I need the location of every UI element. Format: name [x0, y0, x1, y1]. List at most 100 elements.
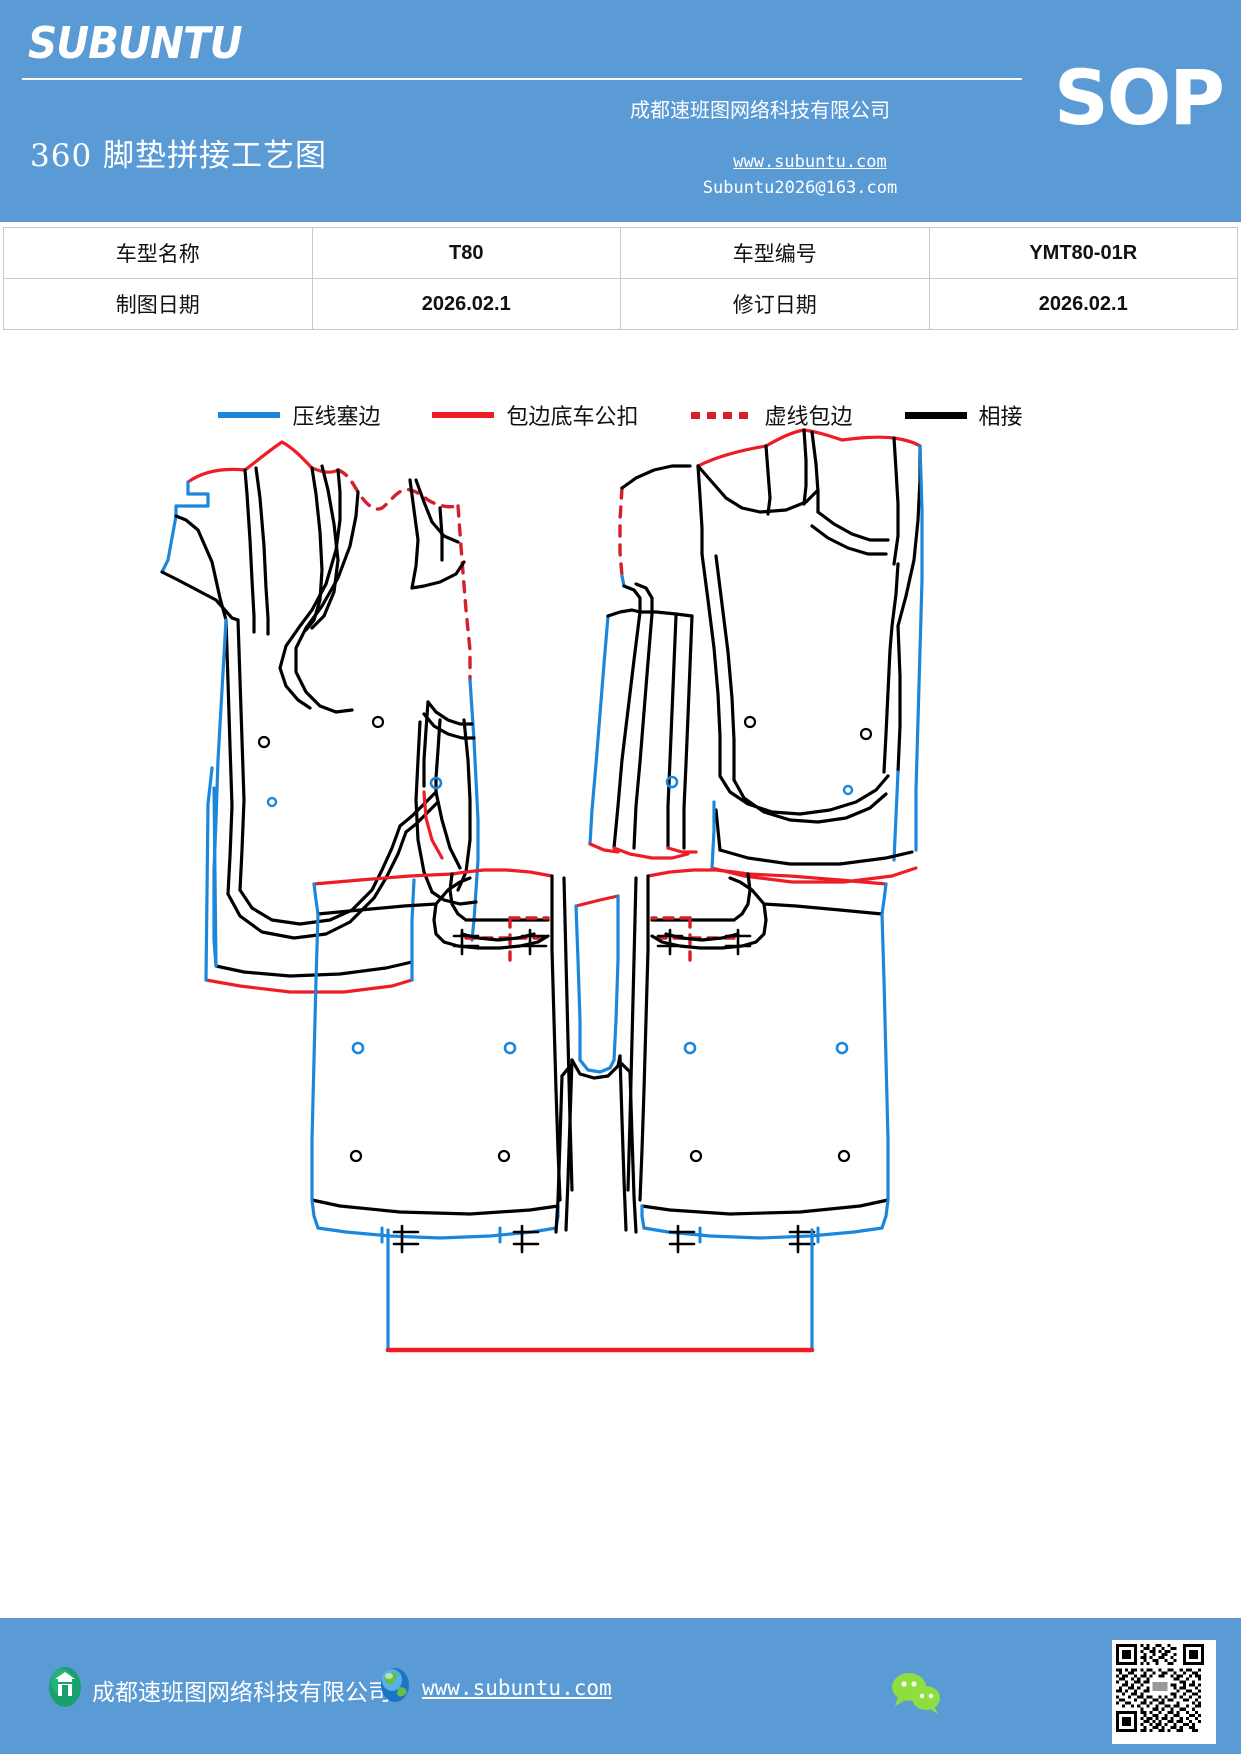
seam-line [174, 514, 228, 622]
grommet-hole [689, 1149, 703, 1163]
seam-line [226, 892, 366, 940]
press-edge-blue [212, 786, 218, 968]
seam-line [224, 618, 234, 896]
grommet-hole [842, 784, 854, 796]
legend-label: 压线塞边 [292, 405, 381, 430]
press-edge-blue [880, 912, 890, 1202]
seam-line [810, 524, 888, 556]
seam-line [434, 718, 442, 794]
seam-line [316, 902, 438, 916]
press-edge-blue [880, 882, 888, 916]
seam-line [810, 430, 820, 514]
legend-item-press-edge: 压线塞边 [218, 399, 380, 431]
seam-line [758, 488, 820, 514]
legend-label: 虚线包边 [764, 405, 853, 430]
seam-line [294, 490, 360, 714]
seam-line [622, 584, 642, 614]
legend: 压线塞边 包边底车公扣 虚线包边 相接 [0, 395, 1241, 435]
seam-line [214, 960, 414, 978]
front-right-mat-panel [588, 428, 924, 884]
seam-line [434, 790, 462, 870]
seam-line [626, 876, 638, 1192]
seam-line [414, 478, 460, 544]
grommet-hole [683, 1041, 697, 1055]
grommet-hole [665, 775, 679, 789]
header-email[interactable]: Subuntu2026@163.com [702, 178, 898, 198]
grommet-hole [835, 1041, 849, 1055]
binding-edge-red [204, 978, 414, 994]
press-edge-blue [620, 574, 626, 588]
binding-edge-red [450, 868, 554, 878]
press-edge-blue [574, 904, 582, 1062]
footer-website-label[interactable]: www.subuntu.com [422, 1675, 612, 1700]
fastener-marks [392, 1224, 540, 1254]
dashed-binding-red [618, 486, 624, 578]
seam-line [310, 464, 340, 630]
page-header: SUBUNTU 360 脚垫拼接工艺图 成都速班图网络科技有限公司 SOP ww… [0, 0, 1241, 222]
seam-line [638, 948, 650, 1202]
binding-edge-red [612, 846, 690, 860]
model-number-label: 车型编号 [620, 227, 930, 279]
seam-line [448, 872, 468, 922]
seam-line [570, 1054, 622, 1080]
seam-line [634, 582, 654, 616]
grommet-hole [349, 1149, 363, 1163]
binding-edge-red [186, 440, 340, 484]
seam-line [882, 648, 892, 774]
seam-line [714, 554, 736, 782]
press-edge-blue [160, 480, 210, 574]
press-edge-blue [642, 1226, 884, 1240]
qr-code[interactable] [1112, 1640, 1216, 1744]
fastener-marks [452, 928, 548, 956]
press-edge-blue [640, 1204, 646, 1230]
press-edge-blue [472, 738, 480, 892]
technical-drawing-area [0, 420, 1241, 1420]
seam-line [410, 560, 466, 590]
seam-line [438, 506, 444, 562]
press-edge-blue [468, 678, 476, 742]
wechat-icon[interactable] [888, 1670, 946, 1721]
fastener-marks [656, 928, 752, 956]
press-edge-blue [710, 800, 716, 870]
footer-website[interactable]: www.subuntu.com [378, 1666, 612, 1709]
table-row: 制图日期 2026.02.1 修订日期 2026.02.1 [3, 278, 1238, 330]
seam-line [620, 464, 692, 490]
legend-label: 包边底车公扣 [506, 405, 639, 430]
seam-line [243, 468, 256, 634]
seam-line [612, 610, 642, 850]
legend-swatch-black-line-icon [904, 411, 967, 419]
footer-company: 成都速班图网络科技有限公司 [48, 1666, 391, 1713]
binding-edge-red [746, 872, 888, 886]
grommet-hole [257, 735, 271, 749]
seam-line [408, 478, 420, 590]
seam-line [404, 800, 440, 834]
press-edge-blue [588, 614, 610, 846]
legend-label: 相接 [978, 405, 1023, 430]
seam-line [650, 934, 744, 950]
press-edge-blue [312, 882, 320, 916]
seam-line [764, 444, 772, 516]
revision-date-value: 2026.02.1 [928, 278, 1238, 330]
drawing-date-label: 制图日期 [3, 278, 313, 330]
grommet-hole [429, 776, 443, 790]
legend-swatch-dotted-red-line-icon [690, 411, 753, 419]
seam-line [362, 830, 408, 910]
drawing-date-value: 2026.02.1 [311, 278, 621, 330]
seam-line [888, 562, 900, 652]
grommet-hole [266, 796, 278, 808]
seam-line [896, 624, 902, 774]
legend-swatch-blue-line-icon [218, 412, 281, 418]
dashed-binding-red [456, 504, 472, 682]
binding-edge-red [646, 868, 750, 878]
revision-date-label: 修订日期 [620, 278, 930, 330]
seam-line [632, 612, 654, 850]
seam-line [606, 608, 642, 618]
seam-line [160, 570, 240, 622]
seam-line [718, 774, 890, 816]
front-left-mat-panel [160, 440, 480, 994]
seam-line [732, 778, 888, 824]
seam-line [740, 902, 768, 948]
header-website-link[interactable]: www.subuntu.com [733, 152, 887, 172]
seam-line [802, 428, 808, 506]
press-edge-blue [880, 1198, 890, 1230]
